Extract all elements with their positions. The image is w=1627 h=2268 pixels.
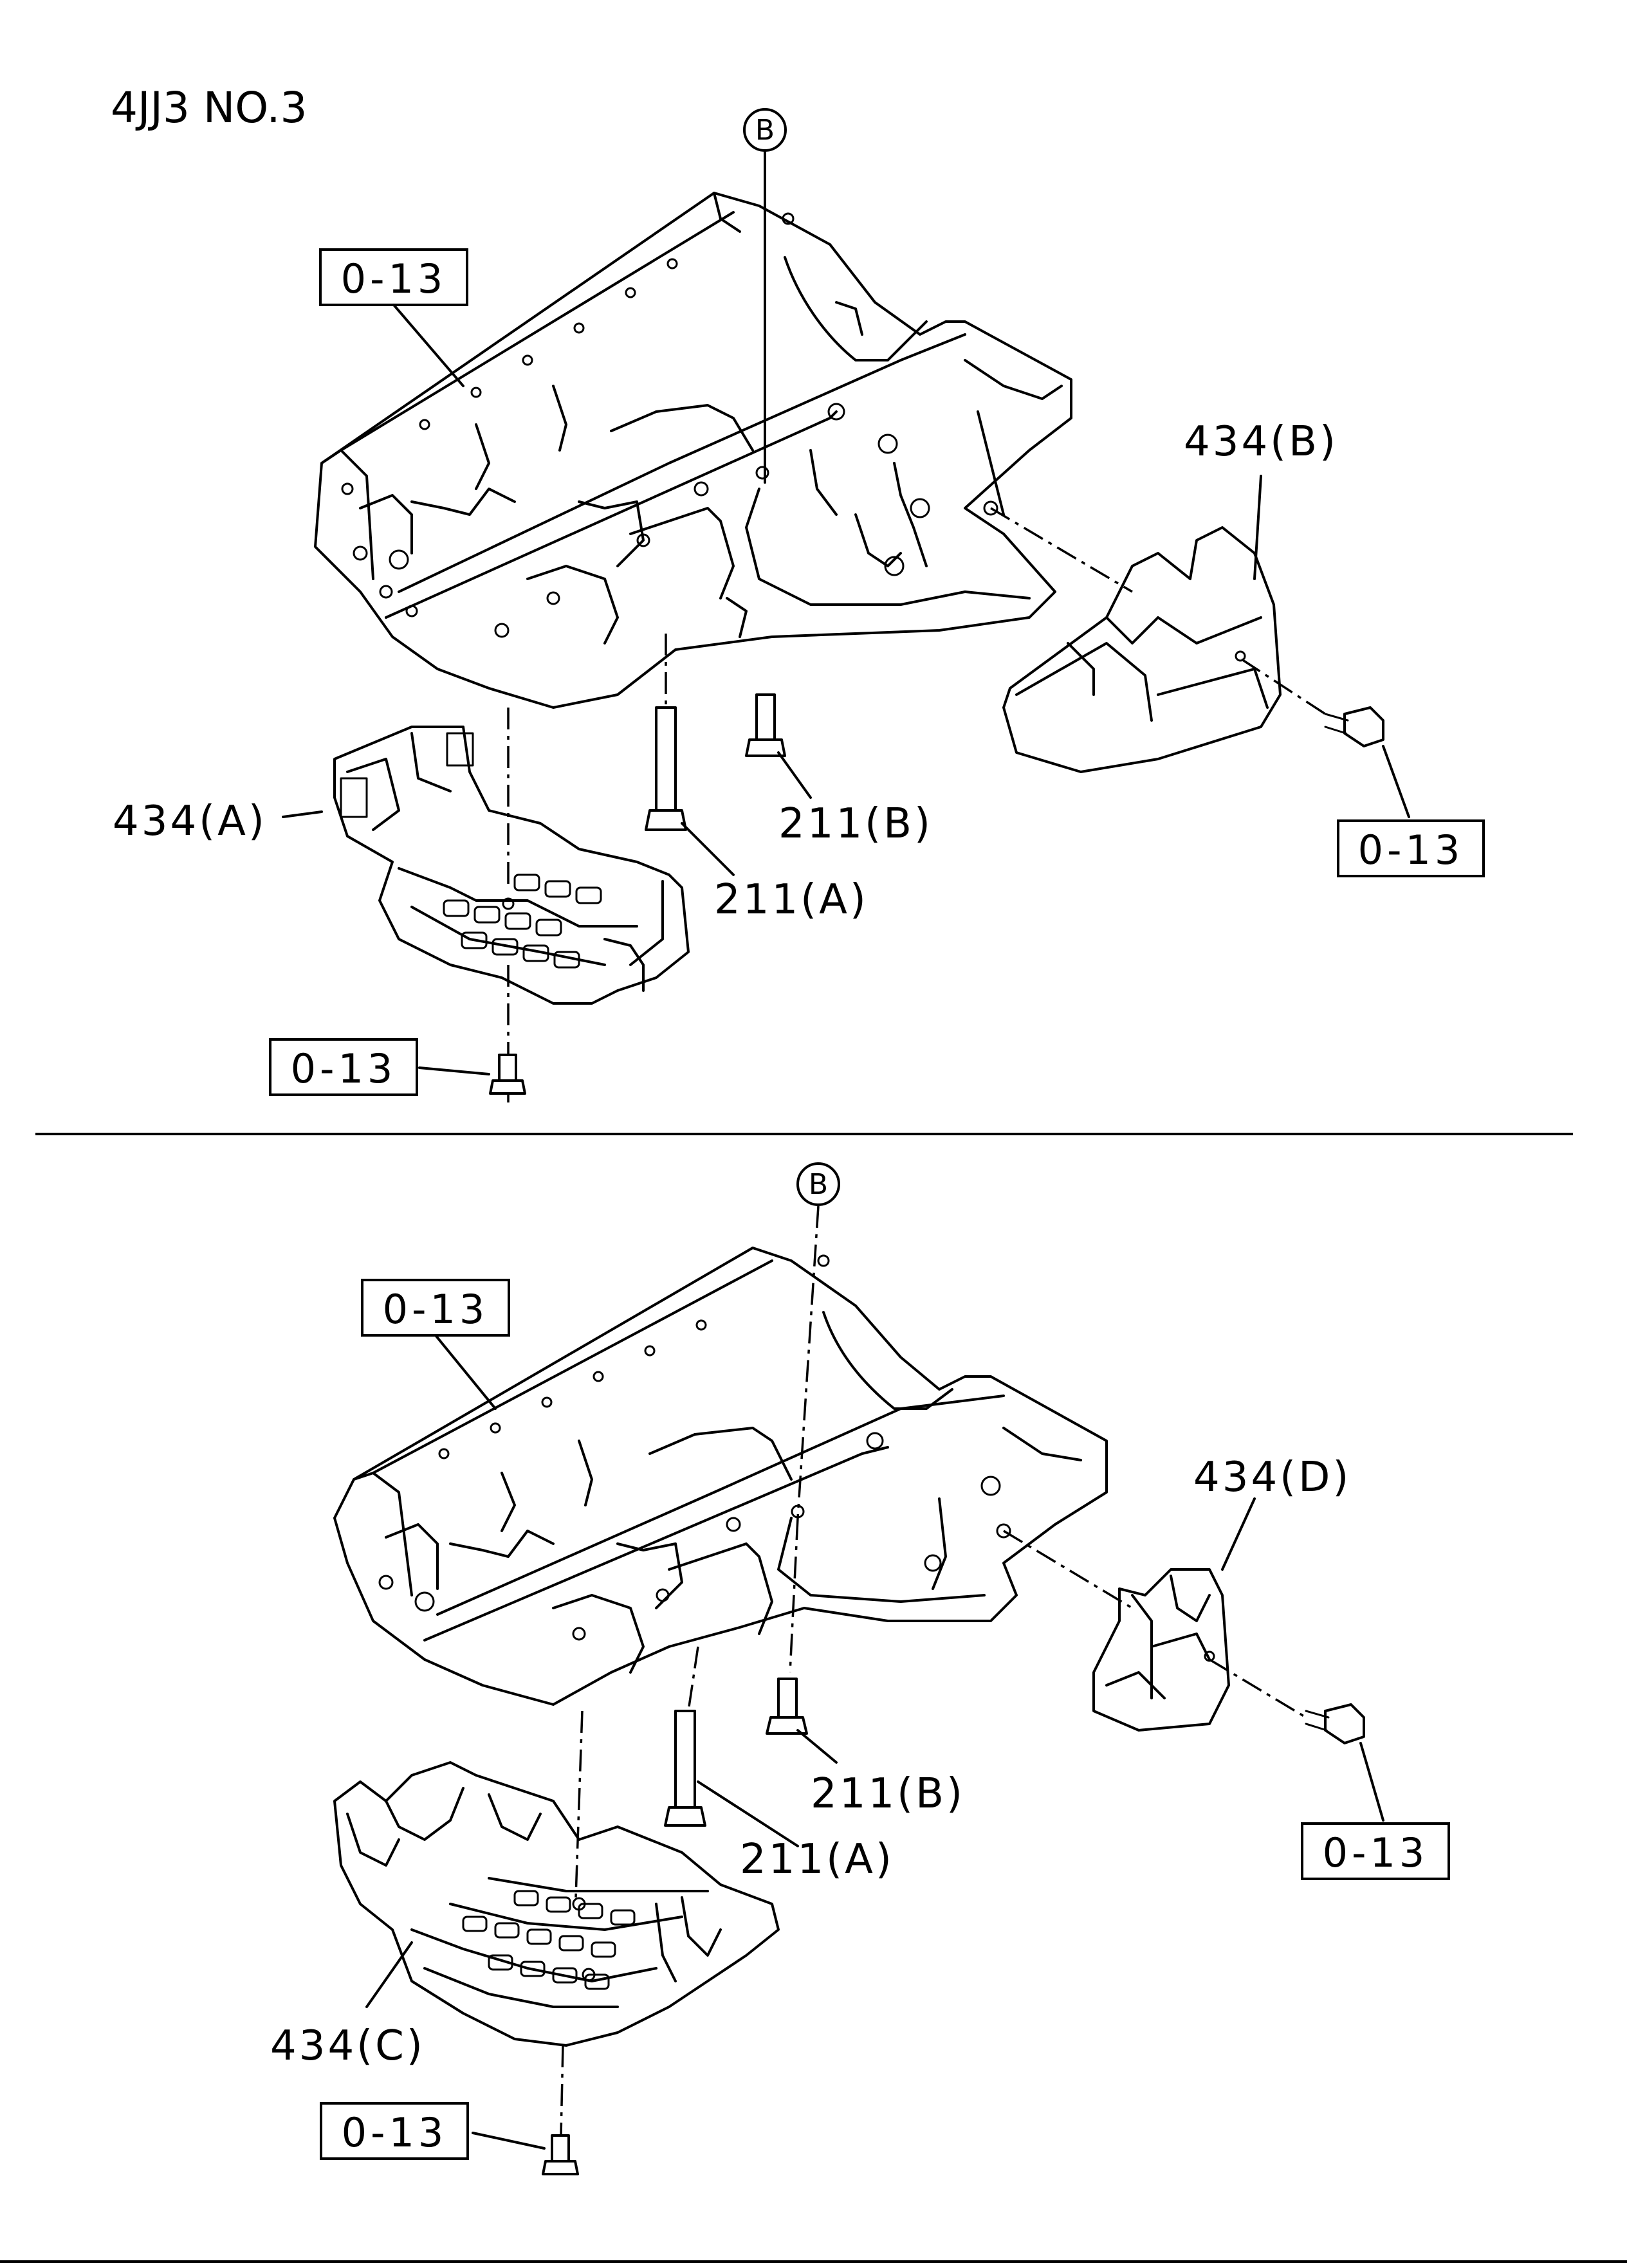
upper-ref-label-bottom: 0-13 bbox=[291, 1045, 397, 1092]
lower-bolt-211b: 211(B) bbox=[766, 1678, 965, 1818]
lower-bolt-bottom: 0-13 bbox=[320, 2102, 579, 2175]
lower-label-211a: 211(A) bbox=[740, 1836, 894, 1883]
lower-ref-box-top: 0-13 bbox=[361, 1279, 510, 1410]
upper-label-211a: 211(A) bbox=[714, 876, 869, 924]
lower-ref-b-marker: B bbox=[789, 1162, 840, 1673]
upper-ref-label-top: 0-13 bbox=[341, 255, 447, 302]
lower-ref-b-letter: B bbox=[809, 1168, 828, 1201]
lower-ref-label-right: 0-13 bbox=[1323, 1829, 1429, 1876]
upper-bolt-bottom: 0-13 bbox=[269, 1038, 526, 1096]
upper-bolt-211a: 211(A) bbox=[645, 634, 869, 924]
upper-label-434a: 434(A) bbox=[113, 798, 267, 845]
lower-label-211b: 211(B) bbox=[811, 1770, 965, 1818]
upper-bolt-right: 0-13 bbox=[1324, 706, 1485, 877]
lower-bolt-211a: 211(A) bbox=[664, 1646, 894, 1883]
upper-part-434b: 434(B) bbox=[990, 418, 1338, 773]
upper-ref-label-right: 0-13 bbox=[1358, 827, 1464, 873]
upper-ref-b-letter: B bbox=[755, 114, 775, 147]
diagram-title: 4JJ3 NO.3 bbox=[111, 83, 308, 133]
lower-view: B 0-13 434(D) 0 bbox=[270, 1162, 1450, 2175]
lower-part-434c: 434(C) bbox=[270, 1710, 780, 2136]
upper-view: B 0-13 434(B) 0-13 bbox=[113, 108, 1485, 1106]
upper-label-211b: 211(B) bbox=[778, 800, 933, 848]
lower-part-434d: 434(D) bbox=[1003, 1454, 1351, 1732]
upper-label-434b: 434(B) bbox=[1184, 418, 1338, 466]
upper-ref-box-top: 0-13 bbox=[319, 248, 468, 387]
lower-oil-pan bbox=[333, 1247, 1108, 1706]
upper-ref-b-marker: B bbox=[743, 108, 787, 484]
lower-label-434d: 434(D) bbox=[1193, 1454, 1351, 1501]
upper-part-434a: 434(A) bbox=[113, 708, 690, 1106]
upper-oil-pan bbox=[314, 192, 1072, 709]
lower-ref-label-top: 0-13 bbox=[383, 1286, 489, 1333]
lower-label-434c: 434(C) bbox=[270, 2022, 425, 2070]
upper-bolt-211b: 211(B) bbox=[745, 693, 933, 848]
lower-bolt-right: 0-13 bbox=[1301, 1703, 1450, 1880]
lower-ref-label-bottom: 0-13 bbox=[342, 2109, 448, 2156]
